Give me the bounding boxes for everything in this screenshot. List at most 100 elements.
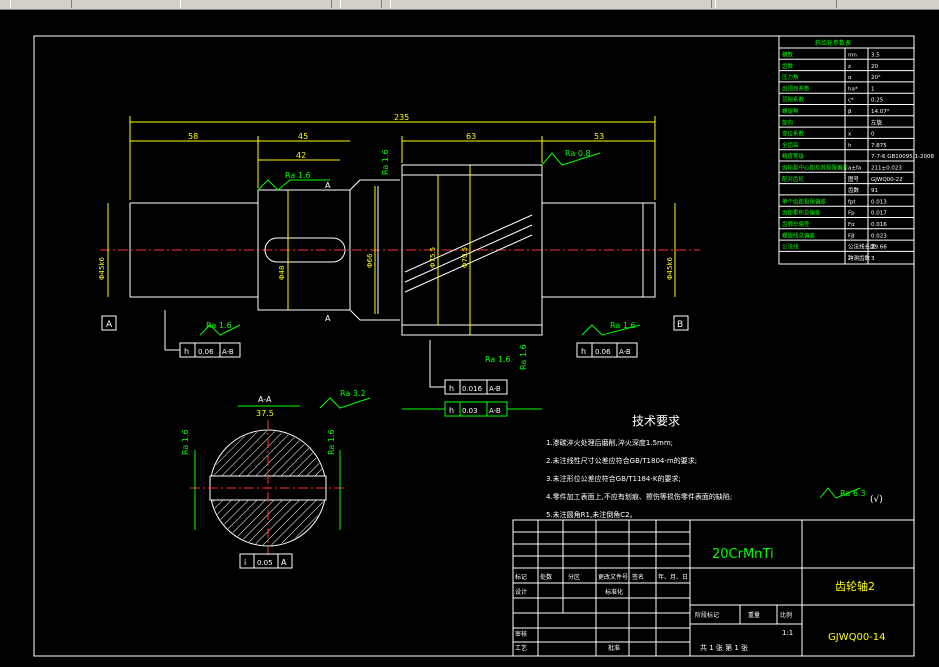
svg-text:A-B: A-B	[489, 407, 501, 415]
roughness-r4: Ra 1.6	[485, 355, 511, 364]
param-cell: 螺旋角	[782, 107, 799, 115]
param-cell: 图号	[848, 175, 860, 183]
roughness-sec-right: Ra 1.6	[327, 429, 336, 455]
param-cell: 0	[871, 132, 875, 138]
section-label: A-A	[258, 395, 272, 404]
dim-dia-key: Φ48	[278, 266, 286, 280]
svg-text:更改文件号: 更改文件号	[598, 573, 628, 581]
param-cell: fpt	[848, 199, 856, 205]
svg-text:标记: 标记	[515, 573, 527, 581]
svg-text:A-B: A-B	[619, 348, 631, 356]
param-cell: 旋向	[782, 118, 793, 126]
param-cell: 顶隙系数	[782, 96, 805, 104]
svg-text:A-B: A-B	[222, 348, 234, 356]
svg-text:工艺: 工艺	[515, 644, 527, 652]
sheet-info: 共 1 张 第 1 张	[700, 643, 748, 652]
param-cell: 精度等级	[782, 152, 805, 160]
param-cell: 全齿高	[782, 141, 799, 149]
toolbar-button[interactable]	[10, 0, 72, 8]
param-cell: 0.017	[871, 211, 887, 217]
param-cell: 单个齿距极限偏差	[782, 197, 827, 205]
svg-text:标准化: 标准化	[605, 588, 623, 596]
svg-text:处数: 处数	[540, 573, 552, 581]
dimensions-top: 235 58 45 42 63 53	[129, 113, 656, 200]
drawing-title: 齿轮轴2	[835, 579, 875, 593]
param-cell: 变位系数	[782, 130, 805, 138]
svg-text:Ra 6.3: Ra 6.3	[840, 489, 866, 498]
svg-text:年、月、日: 年、月、日	[658, 573, 688, 581]
datum-a: A	[106, 320, 113, 330]
param-cell: mn	[848, 53, 857, 59]
param-cell: β	[848, 109, 852, 115]
roughness-symbols: Ra 1.6 Ra 0.8 Ra 1.6 Ra 1.6 Ra 1.6 Ra 1.…	[199, 149, 641, 370]
dim-63: 63	[466, 132, 476, 141]
param-cell: 91	[871, 188, 878, 194]
svg-text:0.05: 0.05	[257, 559, 273, 567]
param-cell: 齿数	[848, 186, 860, 194]
toolbar-dropdown[interactable]	[390, 0, 712, 8]
param-cell: 齿距累积总偏差	[782, 209, 821, 217]
param-cell: 公法线长度	[848, 243, 876, 251]
param-cell: 20	[871, 64, 878, 70]
roughness-r5: Ra 1.6	[519, 344, 528, 370]
param-cell: Fp	[848, 211, 855, 217]
roughness-r1: Ra 1.6	[285, 171, 311, 180]
param-cell: 29.66	[871, 245, 887, 251]
window-toolbar	[0, 0, 939, 10]
dim-dia-mid: Φ66	[366, 253, 374, 268]
param-cell: 模数	[782, 51, 794, 59]
svg-text:0.06: 0.06	[198, 348, 214, 356]
param-cell: Fβ	[848, 233, 855, 239]
tolerance-frame-mid1: h 0.016 A-B	[429, 340, 508, 395]
svg-text:A-B: A-B	[489, 385, 501, 393]
svg-text:2.未注线性尺寸公差应符合GB/T1804-m的要求;: 2.未注线性尺寸公差应符合GB/T1804-m的要求;	[546, 456, 697, 465]
param-cell: a±fa	[848, 166, 861, 172]
dim-45: 45	[298, 132, 308, 141]
dim-total: 235	[394, 113, 409, 122]
svg-text:(√): (√)	[870, 494, 883, 505]
param-cell: GJWQ00-22	[871, 177, 903, 183]
param-cell: 1	[871, 86, 875, 92]
param-cell: 齿数	[782, 62, 794, 70]
toolbar-button[interactable]	[340, 0, 382, 8]
param-cell: α	[848, 75, 852, 81]
param-cell: 压力角	[782, 73, 799, 81]
title-block: 20CrMnTi 齿轮轴2 GJWQ00-14 1:1 共 1 张 第 1 张 …	[512, 519, 915, 657]
svg-text:i: i	[244, 558, 246, 567]
svg-text:h: h	[581, 347, 586, 356]
toolbar-button[interactable]	[180, 0, 332, 8]
shaft-main-view	[100, 164, 700, 336]
param-cell: 3	[871, 256, 875, 262]
tech-requirements: 技术要求 1.渗碳淬火处理后磨削,淬火深度1.5mm; 2.未注线性尺寸公差应符…	[546, 414, 732, 519]
dim-dia-right: Φ45k6	[666, 257, 674, 280]
svg-text:设计: 设计	[515, 588, 527, 596]
svg-text:h: h	[449, 406, 454, 415]
param-cell: 左旋	[871, 118, 883, 126]
param-cell: 3.5	[871, 53, 880, 59]
param-cell: 7.875	[871, 143, 887, 149]
other-roughness: Ra 6.3 (√)	[819, 487, 883, 505]
param-cell: 配对齿轮	[782, 175, 805, 183]
drawing-canvas[interactable]: 235 58 45 42 63 53 Φ45k6 Φ48 Φ66 Φ75.5 Φ…	[0, 10, 939, 667]
svg-text:h: h	[184, 347, 189, 356]
roughness-r2: Ra 0.8	[565, 149, 591, 158]
param-cell: z	[848, 64, 851, 70]
tolerance-frame-right: h 0.06 A-B	[576, 342, 638, 358]
datum-markers: A B A A	[101, 181, 689, 331]
tolerance-frame-mid2: h 0.03 A-B	[402, 401, 542, 417]
svg-text:1.渗碳淬火处理后磨削,淬火深度1.5mm;: 1.渗碳淬火处理后磨削,淬火深度1.5mm;	[546, 438, 673, 447]
svg-text:0.03: 0.03	[462, 407, 478, 415]
toolbar-dropdown[interactable]	[715, 0, 837, 8]
svg-text:5.未注圆角R1,未注倒角C2。: 5.未注圆角R1,未注倒角C2。	[546, 510, 637, 519]
tolerance-frame-left: h 0.06 A-B	[164, 310, 241, 358]
svg-text:比例: 比例	[780, 611, 792, 619]
param-cell: ha*	[848, 86, 858, 92]
param-cell: Fα	[848, 222, 855, 228]
param-cell: 0.013	[871, 199, 887, 205]
param-cell: c*	[848, 98, 854, 104]
tech-title: 技术要求	[632, 414, 680, 428]
param-cell: 0.016	[871, 222, 887, 228]
section-view: A-A 37.5 Ra 1.6 Ra 1.6 Ra 3.2 i 0.05 A	[181, 389, 371, 569]
param-cell: 齿顶高系数	[782, 84, 810, 92]
